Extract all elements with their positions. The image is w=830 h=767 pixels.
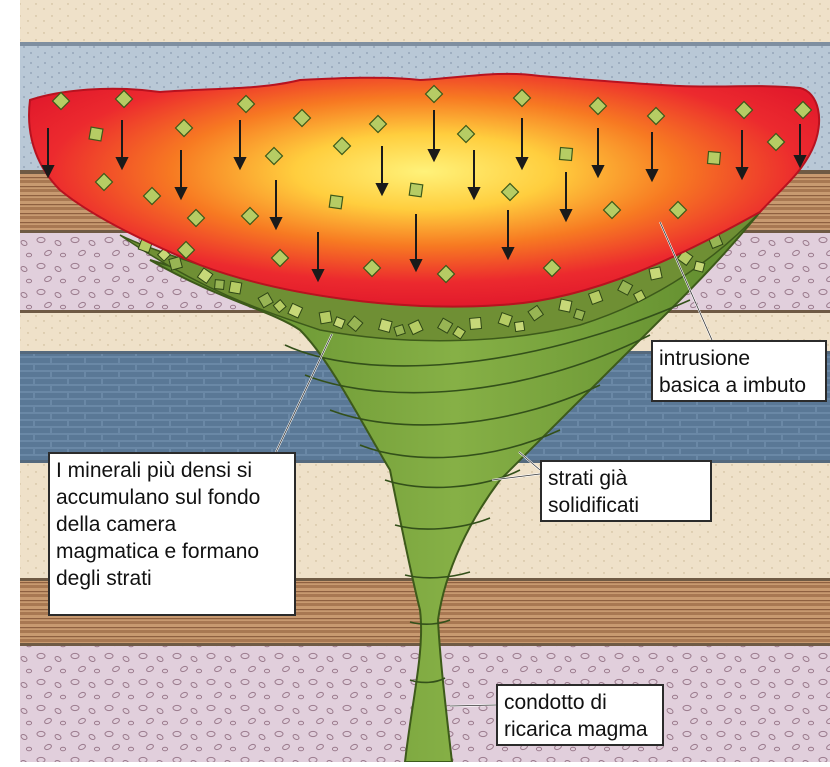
label-dense-minerals-line-4: magmatica e formano — [56, 538, 288, 565]
label-recharge-conduit-line-1: condotto di — [504, 689, 656, 716]
label-solidified-strata-line-1: strati già — [548, 465, 704, 492]
label-solidified-strata: strati già solidificati — [540, 460, 712, 522]
label-dense-minerals-line-5: degli strati — [56, 565, 288, 592]
label-dense-minerals: I minerali più densi si accumulano sul f… — [48, 452, 296, 616]
label-recharge-conduit-line-2: ricarica magma — [504, 716, 656, 743]
label-solidified-strata-line-2: solidificati — [548, 492, 704, 519]
label-dense-minerals-line-3: della camera — [56, 511, 288, 538]
left-margin — [0, 0, 20, 762]
label-funnel-intrusion-line-1: intrusione — [659, 345, 819, 372]
label-funnel-intrusion: intrusione basica a imbuto — [651, 340, 827, 402]
sandy-layer-top — [0, 0, 830, 42]
label-dense-minerals-line-2: accumulano sul fondo — [56, 484, 288, 511]
label-dense-minerals-line-1: I minerali più densi si — [56, 457, 288, 484]
label-recharge-conduit: condotto di ricarica magma — [496, 684, 664, 746]
label-funnel-intrusion-line-2: basica a imbuto — [659, 372, 819, 399]
